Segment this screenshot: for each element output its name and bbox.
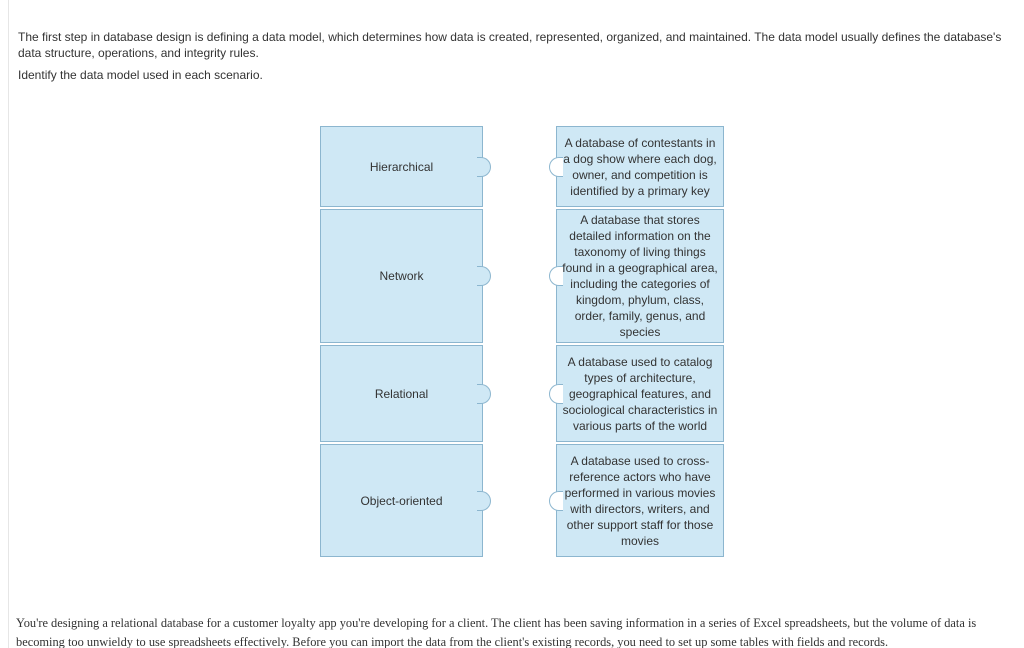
connector-slot-icon xyxy=(549,383,563,404)
model-tile-relational[interactable]: Relational xyxy=(320,345,491,442)
connector-slot-icon xyxy=(549,156,563,177)
model-label: Hierarchical xyxy=(369,159,434,174)
next-question-text: You're designing a relational database f… xyxy=(16,614,1021,648)
connector-slot-icon xyxy=(549,266,563,286)
connector-slot-icon xyxy=(549,490,563,511)
next-question-line-1: You're designing a relational database f… xyxy=(16,616,977,630)
model-tile-object-oriented[interactable]: Object-oriented xyxy=(320,444,491,557)
scenario-tile-actors[interactable]: A database used to cross-reference actor… xyxy=(549,444,724,557)
intro-text-line-1: The first step in database design is def… xyxy=(18,30,1002,44)
scenario-tile-architecture[interactable]: A database used to catalog types of arch… xyxy=(549,345,724,442)
connector-tab-icon xyxy=(477,156,491,177)
scenario-text: A database used to cross-reference actor… xyxy=(564,453,716,548)
scenario-tile-dog-show[interactable]: A database of contestants in a dog show … xyxy=(549,126,724,207)
scenario-tile-taxonomy[interactable]: A database that stores detailed informat… xyxy=(549,209,724,343)
question-intro: The first step in database design is def… xyxy=(18,29,1024,83)
content-left-border xyxy=(8,0,9,648)
model-tile-network[interactable]: Network xyxy=(320,209,491,343)
model-label: Relational xyxy=(374,386,429,401)
model-label: Object-oriented xyxy=(360,493,443,508)
instruction-text: Identify the data model used in each sce… xyxy=(18,68,263,82)
model-label: Network xyxy=(379,269,424,283)
intro-text-line-2: data structure, operations, and integrit… xyxy=(18,46,259,60)
connector-tab-icon xyxy=(477,383,491,404)
model-tile-hierarchical[interactable]: Hierarchical xyxy=(320,126,491,207)
scenario-text: A database used to catalog types of arch… xyxy=(562,354,718,433)
connector-tab-icon xyxy=(477,266,491,286)
scenario-text: A database of contestants in a dog show … xyxy=(563,135,717,198)
next-question-line-2: becoming too unwieldy to use spreadsheet… xyxy=(16,635,889,648)
connector-tab-icon xyxy=(477,490,491,511)
scenario-text: A database that stores detailed informat… xyxy=(562,213,718,339)
